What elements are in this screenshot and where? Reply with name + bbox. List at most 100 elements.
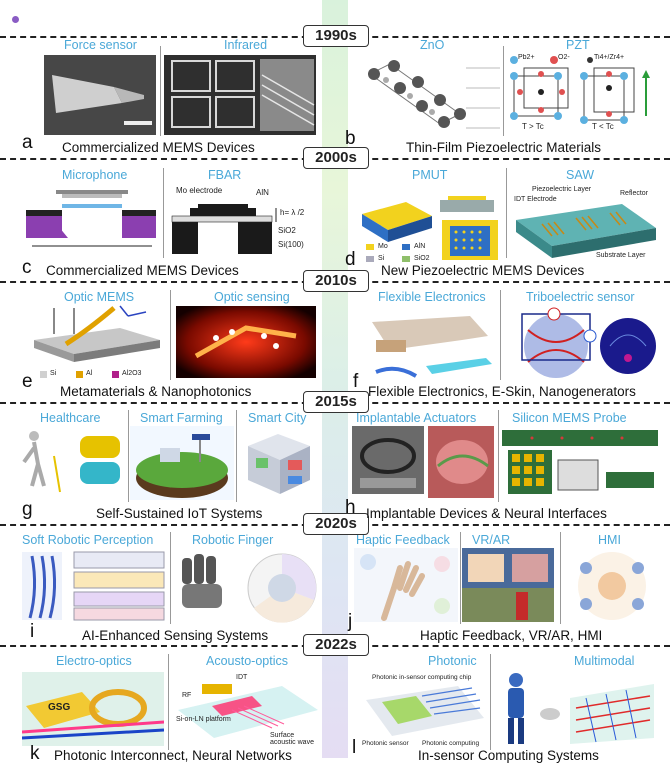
panel-title: Soft Robotic Perception [22, 533, 154, 547]
fbar-diagram: Mo electrode AlN h= λ /2 SiO2 Si(100) [168, 186, 318, 260]
infrared-sensor-image [164, 55, 316, 135]
panel-title: Smart City [248, 411, 307, 425]
panel-caption: Commercialized MEMS Devices [62, 140, 255, 155]
healthcare-image [16, 426, 126, 498]
photonic-label: Photonic computing [422, 740, 480, 747]
force-sensor-image [44, 55, 156, 135]
pzt-legend-o: O2- [558, 54, 570, 61]
panel-caption: Commercialized MEMS Devices [46, 263, 239, 278]
panel-letter: a [22, 132, 33, 153]
smart-farming-image [130, 426, 234, 500]
pzt-legend-pb: Pb2+ [518, 54, 535, 61]
panel-title: Optic sensing [214, 290, 290, 304]
panel-title: Healthcare [40, 411, 101, 425]
fbar-label: AlN [256, 188, 269, 197]
era-label: 2000s [303, 147, 369, 169]
optic-sensing-image [176, 306, 316, 378]
panel-title: Photonic [428, 654, 477, 668]
optic-mems-legend: Si Al Al2O3 [40, 370, 170, 380]
fbar-label: Si(100) [278, 240, 304, 249]
era-label: 1990s [303, 25, 369, 47]
photonic-chip-image: Photonic in-sensor computing chip Photon… [362, 670, 486, 750]
microphone-diagram [22, 186, 160, 252]
implantable-actuator-image [352, 426, 424, 494]
panel-title: Flexible Electronics [378, 290, 486, 304]
soft-robotic-perception-image [18, 548, 168, 624]
pmut-legend: SiO2 [414, 255, 430, 262]
silicon-mems-probe-image [502, 426, 658, 498]
panel-title: PZT [566, 38, 590, 52]
panel-title: Optic MEMS [64, 290, 135, 304]
panel-caption: AI-Enhanced Sensing Systems [82, 628, 269, 643]
separator [498, 410, 499, 502]
era-label: 2020s [303, 513, 369, 535]
panel-caption: In-sensor Computing Systems [418, 748, 599, 763]
panel-letter: h [345, 497, 356, 518]
panel-caption: Haptic Feedback, VR/AR, HMI [420, 628, 603, 643]
panel-title: HMI [598, 533, 621, 547]
optic-mems-diagram [30, 300, 164, 368]
acousto-label: Si-on-LN platform [176, 716, 231, 723]
acousto-label: RF [182, 692, 192, 699]
panel-caption: Metamaterials & Nanophotonics [60, 384, 252, 399]
pmut-legend: Mo [378, 243, 388, 250]
hmi-image [566, 548, 658, 622]
era-label: 2010s [303, 270, 369, 292]
panel-title: Infrared [224, 38, 268, 52]
separator [506, 168, 507, 258]
panel-caption: Implantable Devices & Neural Interfaces [366, 506, 607, 521]
panel-letter: b [345, 128, 356, 149]
panel-title: Multimodal [574, 654, 635, 668]
robotic-finger-image [174, 548, 320, 624]
pmut-legend: Si [378, 255, 385, 262]
panel-letter: i [30, 621, 35, 642]
panel-title: Triboelectric sensor [526, 290, 635, 304]
pzt-crystal-diagram: Pb2+ O2- Ti4+/Zr4+ T > Tc T < Tc [506, 54, 656, 134]
saw-label: Reflector [620, 190, 649, 197]
panel-letter: k [30, 743, 40, 764]
electro-optics-image: GSG [22, 672, 164, 746]
era-label: 2022s [303, 634, 369, 656]
separator [160, 46, 161, 136]
separator [500, 290, 501, 380]
acousto-optics-image: IDT RF Si-on-LN platform Surface acousti… [172, 670, 320, 748]
panel-letter: e [22, 371, 33, 392]
saw-diagram: Piezoelectric Layer IDT Electrode Reflec… [512, 184, 660, 264]
panel-title: Acousto-optics [206, 654, 288, 668]
panel-letter: d [345, 249, 356, 270]
legend-label: Al [86, 370, 93, 377]
fbar-label: h= λ /2 [280, 208, 305, 217]
triboelectric-sensor-image [506, 304, 658, 380]
panel-caption: Self-Sustained IoT Systems [96, 506, 263, 521]
acousto-label: IDT [236, 674, 248, 681]
legend-label: Si [50, 370, 57, 377]
panel-title: Electro-optics [56, 654, 132, 668]
separator [560, 532, 561, 624]
acousto-label: Surface acoustic wave [270, 732, 314, 746]
corner-dot [12, 16, 19, 23]
haptic-feedback-image [354, 548, 458, 622]
pzt-legend-tizr: Ti4+/Zr4+ [594, 54, 625, 61]
panel-letter: f [353, 371, 359, 392]
fbar-label: SiO2 [278, 226, 296, 235]
saw-label: IDT Electrode [514, 196, 557, 203]
separator [170, 532, 171, 624]
panel-title: Robotic Finger [192, 533, 274, 547]
panel-title: FBAR [208, 168, 242, 182]
separator [490, 654, 491, 750]
panel-caption: Photonic Interconnect, Neural Networks [54, 748, 292, 763]
pzt-temp-label: T < Tc [592, 122, 614, 131]
zno-crystal-diagram [360, 54, 502, 138]
legend-label: Al2O3 [122, 370, 142, 377]
panel-letter: l [352, 737, 357, 758]
fbar-label: Mo electrode [176, 186, 223, 195]
panel-letter: g [22, 499, 33, 520]
panel-title: Implantable Actuators [356, 411, 477, 425]
panel-title: PMUT [412, 168, 448, 182]
panel-title: Force sensor [64, 38, 137, 52]
panel-caption: Flexible Electronics, E-Skin, Nanogenera… [368, 384, 636, 399]
electro-optics-gsg-label: GSG [48, 702, 71, 713]
multimodal-image [496, 668, 658, 748]
panel-title: SAW [566, 168, 595, 182]
separator [170, 290, 171, 380]
